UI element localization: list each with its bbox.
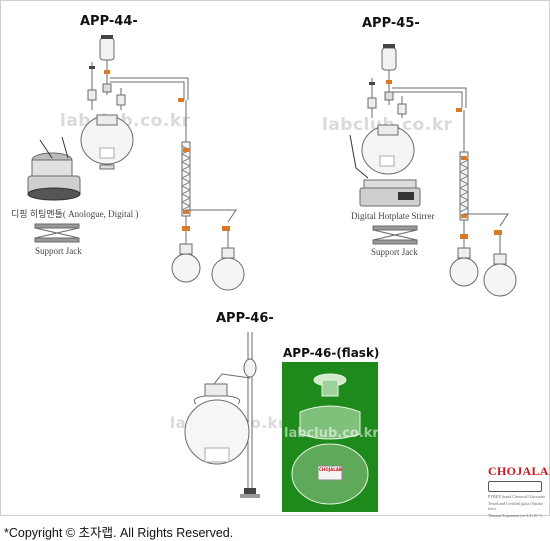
- flask-photo-label: CHOJALAB: [319, 467, 342, 472]
- support-jack-caption-1: Support Jack: [35, 246, 82, 256]
- app-46-flask-photo: labclub.co.kr CHOJALAB: [282, 362, 378, 512]
- logo-sub-line-1: PYREX brand Chemical Glassware: [488, 494, 546, 499]
- support-jack-caption-2: Support Jack: [371, 247, 418, 257]
- chojalab-logo: CHOJALAB PYREX brand Chemical Glassware …: [488, 464, 550, 518]
- chojalab-logo-box: [488, 481, 542, 492]
- app-45-apparatus-drawing: [349, 44, 517, 297]
- logo-sub-line-3: Thermal Expansion (α=3.3×10⁻⁶): [488, 513, 543, 518]
- app-46-flask-title: APP-46-(flask): [283, 346, 380, 360]
- app-44-title: APP-44-: [80, 14, 138, 29]
- chojalab-logo-name: CHOJALAB: [488, 464, 550, 478]
- logo-sub-line-2: Tested and Certified glass (Smoke free): [488, 501, 543, 511]
- copyright-notice: *Copyright © 초자랩. All Rights Reserved.: [4, 526, 234, 540]
- hotplate-caption: Digital Hotplate Stirrer: [351, 211, 435, 221]
- app-44-apparatus-drawing: [27, 35, 245, 291]
- watermark-flask-photo: labclub.co.kr: [284, 426, 378, 441]
- flask-photo-drawing: [291, 373, 369, 505]
- app-46-title: APP-46-: [216, 311, 274, 326]
- heating-mantle-caption: 디핑 히팅멘틀( Anologue, Digital ): [11, 209, 139, 219]
- app-45-title: APP-45-: [362, 16, 420, 31]
